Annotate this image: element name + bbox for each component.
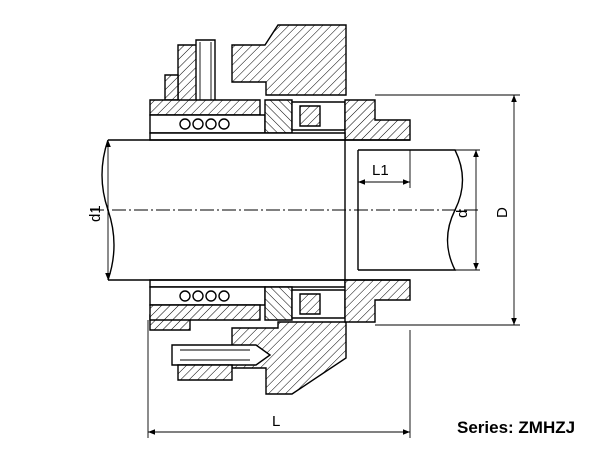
label-d: d bbox=[454, 210, 471, 218]
label-L: L bbox=[272, 413, 280, 430]
label-D: D bbox=[494, 207, 511, 218]
dimension-d1: d1 bbox=[87, 140, 111, 280]
dimension-d: d bbox=[410, 149, 480, 271]
dimension-L1: L1 bbox=[357, 150, 411, 188]
label-d1: d1 bbox=[87, 205, 104, 222]
seal-components-bottom bbox=[149, 279, 411, 323]
series-caption: Series: ZMHZJ bbox=[457, 418, 576, 437]
seal-components-top bbox=[149, 99, 411, 141]
gland-top bbox=[164, 24, 347, 103]
label-L1: L1 bbox=[372, 162, 389, 179]
gland-bottom bbox=[149, 314, 347, 395]
dimension-L: L bbox=[147, 320, 411, 438]
dimension-D: D bbox=[375, 94, 520, 326]
